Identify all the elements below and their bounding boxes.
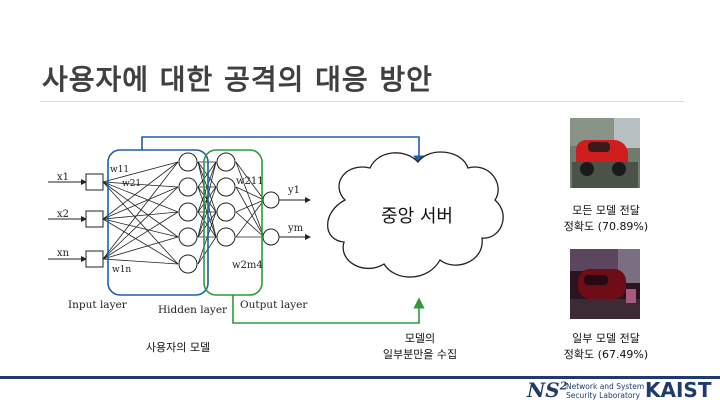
slide-title: 사용자에 대한 공격의 대응 방안 <box>42 63 433 96</box>
central-server-label: 중앙 서버 <box>381 206 453 227</box>
cloud-shape <box>327 151 504 278</box>
output-label-ym: ym <box>288 223 304 234</box>
hidden-node <box>216 202 236 222</box>
output-label-y1: y1 <box>288 185 301 196</box>
full-model-box <box>107 149 209 296</box>
input-label-x1: x1 <box>57 172 70 183</box>
full-model-reconstruction-image <box>570 118 640 188</box>
title-divider <box>40 101 684 102</box>
lab-name: Network and System Security Laboratory <box>566 382 645 400</box>
weight-label-w11: w11 <box>110 165 130 175</box>
hidden-node <box>216 152 236 172</box>
input-label-xn: xn <box>57 248 70 259</box>
full-model-caption-1: 모든 모델 전달 <box>572 204 640 217</box>
input-node <box>85 210 104 228</box>
weight-label-w1n: w1n <box>112 265 132 275</box>
weight-label-w2m4: w2m4 <box>232 260 263 271</box>
input-node <box>85 173 104 191</box>
ns2-logo: NS2 <box>527 378 568 402</box>
partial-model-caption-1: 일부 모델 전달 <box>572 332 640 345</box>
partial-collect-caption-1: 모델의 <box>404 332 436 345</box>
partial-collect-caption-2: 일부분만을 수집 <box>382 348 458 361</box>
hidden-node <box>178 152 198 172</box>
weight-label-w21: w21 <box>122 179 142 189</box>
input-label-x2: x2 <box>57 209 70 220</box>
kaist-logo: KAIST <box>645 378 712 402</box>
output-node <box>262 191 280 209</box>
output-node <box>262 228 280 246</box>
layer2-connections <box>197 161 217 265</box>
input-node <box>85 250 104 268</box>
output-layer-label: Output layer <box>240 299 308 311</box>
partial-model-reconstruction-image <box>570 249 640 319</box>
partial-upload-arrow <box>232 295 425 324</box>
hidden-node <box>178 227 198 247</box>
partial-model-caption-2: 정확도 (67.49%) <box>563 348 649 361</box>
full-upload-arrow <box>141 136 425 167</box>
layer1-connections <box>102 161 179 265</box>
weight-label-w211: w211 <box>236 176 264 187</box>
hidden-node <box>178 177 198 197</box>
input-layer-label: Input layer <box>68 299 127 311</box>
hidden-node <box>216 177 236 197</box>
hidden-layer-label: Hidden layer <box>158 304 228 316</box>
user-model-caption: 사용자의 모델 <box>145 341 211 354</box>
hidden-node <box>178 202 198 222</box>
full-model-caption-2: 정확도 (70.89%) <box>563 220 649 233</box>
hidden-node <box>216 227 236 247</box>
layer3-connections <box>235 161 265 238</box>
hidden-node <box>178 254 198 274</box>
footer-bar <box>0 376 720 379</box>
